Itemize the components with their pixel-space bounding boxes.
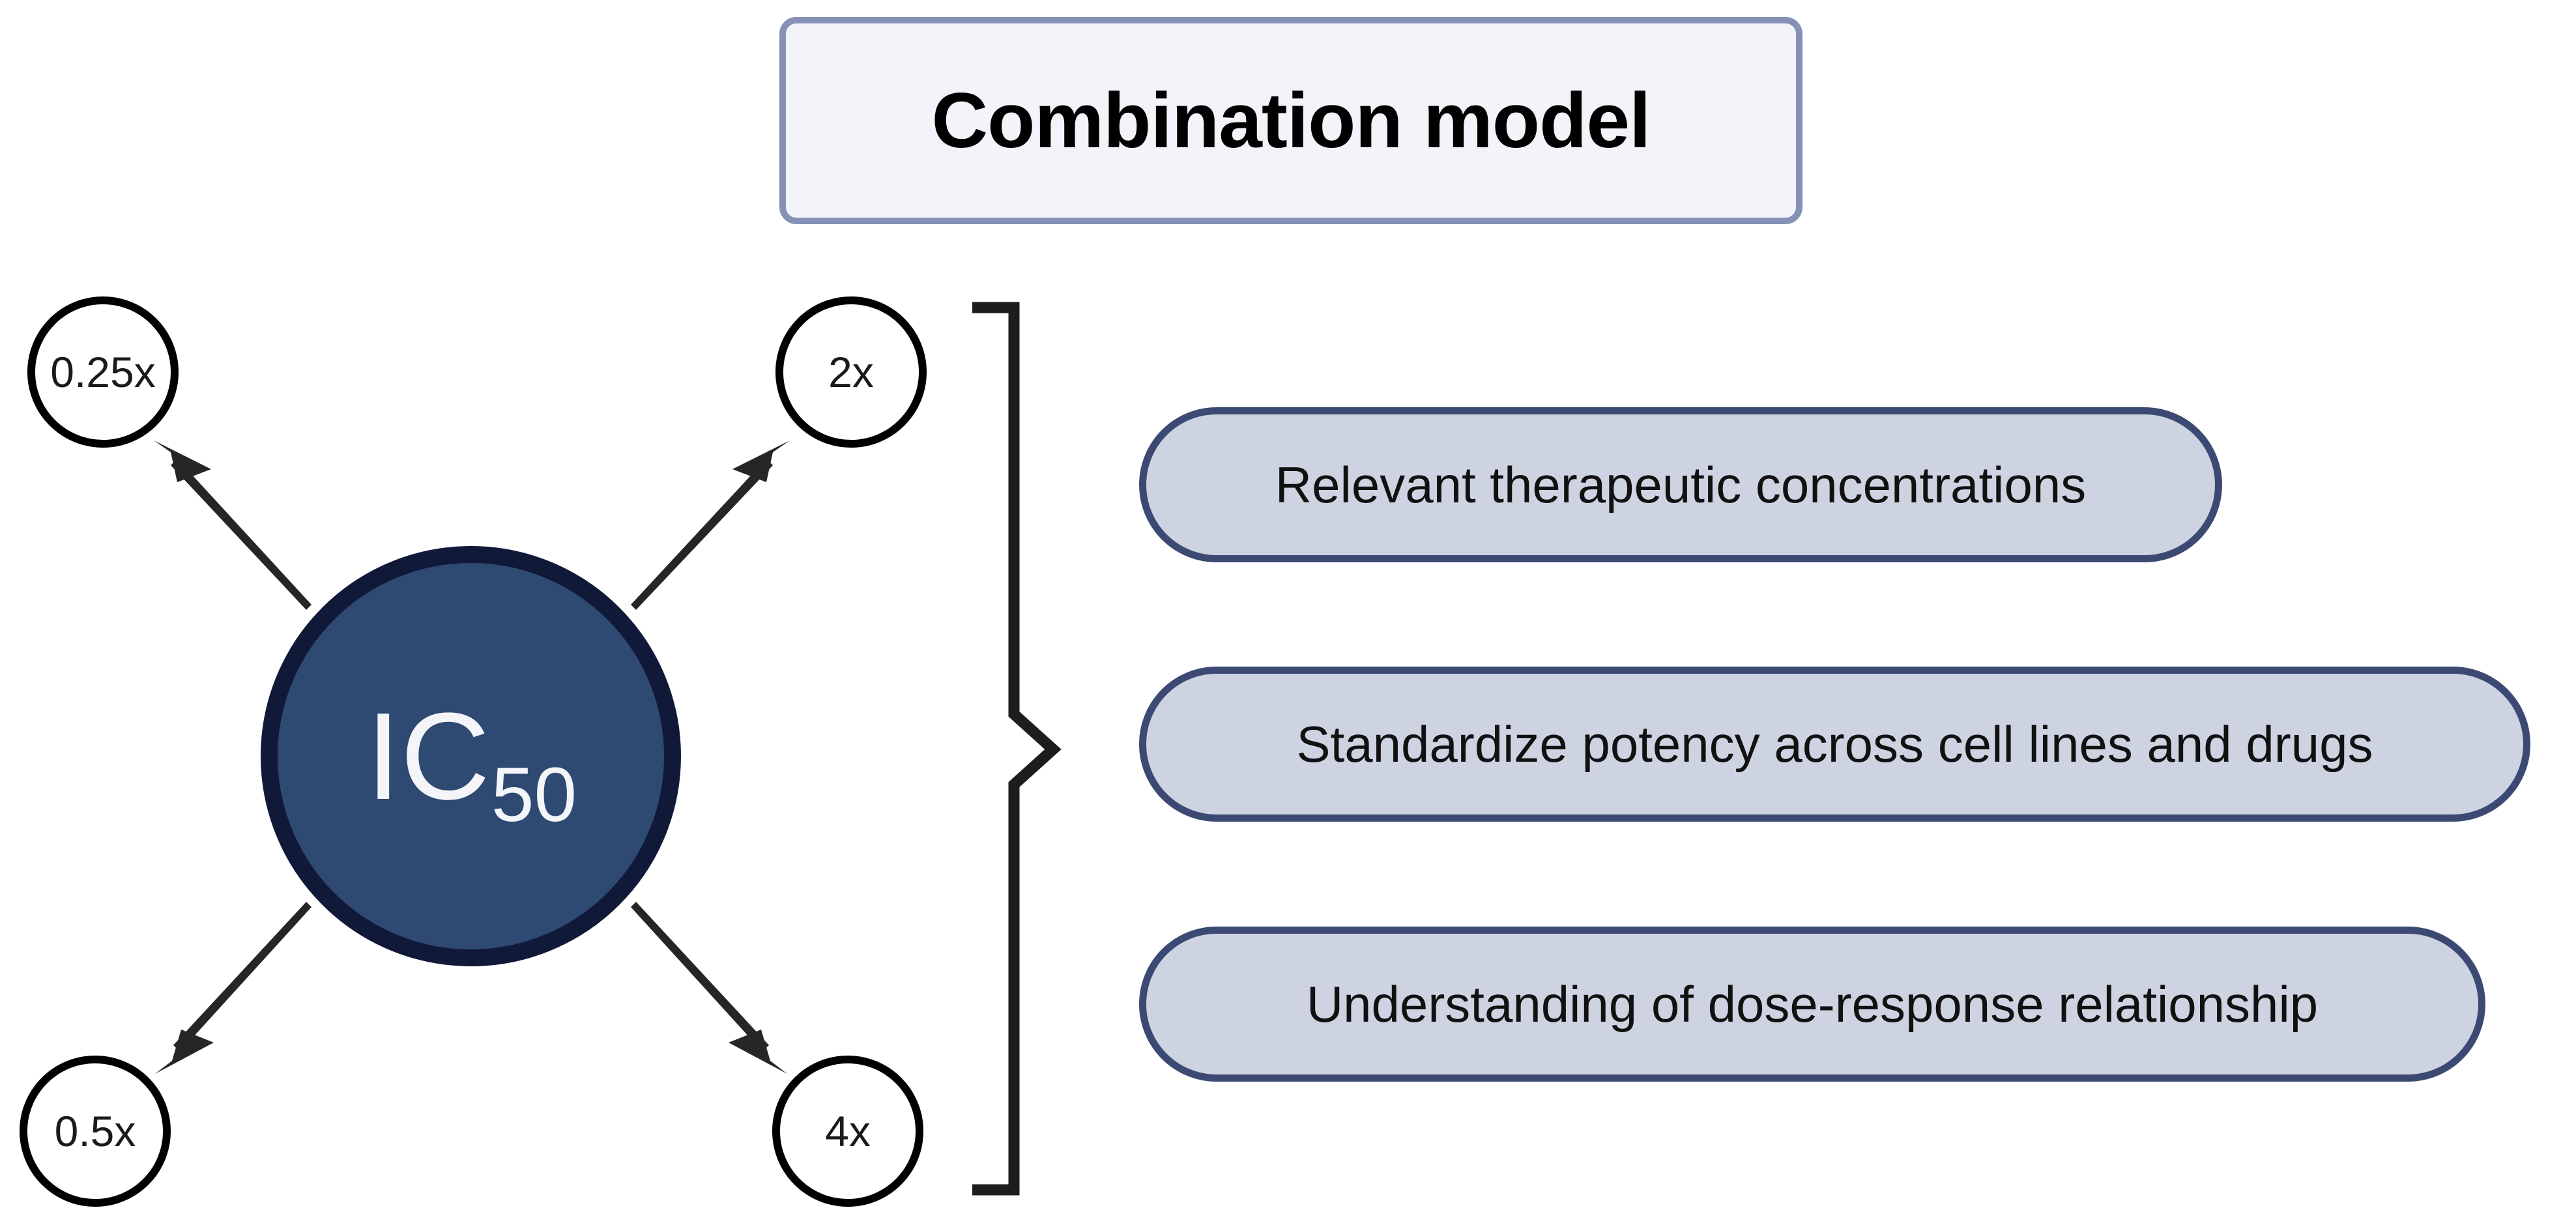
arrow-to-0-25x bbox=[154, 440, 311, 610]
ic50-subscript: 50 bbox=[491, 751, 577, 838]
benefit-pill-label: Understanding of dose-response relations… bbox=[1306, 975, 2319, 1033]
multiplier-label: 0.5x bbox=[54, 1107, 136, 1155]
arrow-to-2x bbox=[631, 440, 790, 610]
multiplier-node-0-5x: 0.5x bbox=[20, 1056, 171, 1207]
multiplier-node-4x: 4x bbox=[772, 1056, 923, 1207]
multiplier-node-2x: 2x bbox=[775, 296, 927, 448]
multiplier-label: 4x bbox=[825, 1107, 871, 1155]
benefit-pill-standardize-potency: Standardize potency across cell lines an… bbox=[1139, 667, 2530, 822]
page-title: Combination model bbox=[931, 77, 1651, 164]
multiplier-node-0-25x: 0.25x bbox=[27, 296, 179, 448]
ic50-main-text: IC bbox=[366, 687, 490, 826]
arrow-to-4x bbox=[631, 902, 787, 1074]
title-box: Combination model bbox=[779, 17, 1802, 224]
benefit-pill-relevant-concentrations: Relevant therapeutic concentrations bbox=[1139, 407, 2222, 562]
multiplier-label: 0.25x bbox=[50, 348, 156, 396]
benefit-pill-label: Standardize potency across cell lines an… bbox=[1296, 715, 2373, 773]
multiplier-label: 2x bbox=[828, 348, 874, 396]
benefit-pill-label: Relevant therapeutic concentrations bbox=[1275, 455, 2087, 513]
arrow-to-0-5x bbox=[155, 902, 311, 1074]
benefit-pill-dose-response: Understanding of dose-response relations… bbox=[1139, 927, 2485, 1082]
grouping-bracket bbox=[972, 302, 1062, 1196]
